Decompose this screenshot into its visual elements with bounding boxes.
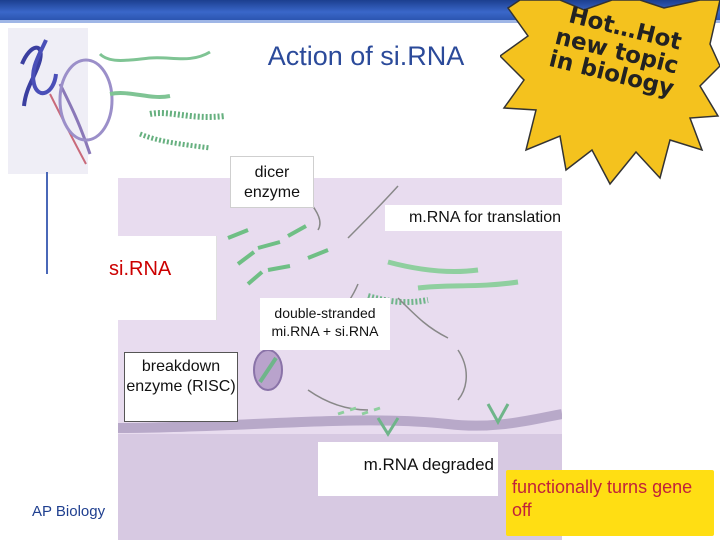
mrna-translation-label: m.RNA for translation [385, 205, 585, 231]
dicer-enzyme-label: dicer enzyme [230, 156, 314, 208]
header-stripe [0, 20, 720, 23]
page-title: Action of si.RNA [238, 38, 494, 80]
fragment [349, 406, 357, 412]
footer-course-label: AP Biology [32, 503, 106, 520]
fragment [373, 406, 381, 412]
sirna-fragment [287, 224, 307, 238]
rna-helix-icon [149, 110, 226, 120]
sirna-fragment [246, 270, 264, 286]
breakdown-enzyme-label: breakdown enzyme (RISC) [124, 352, 238, 422]
sirna-fragment [267, 264, 291, 272]
rna-helix-icon-2 [139, 131, 211, 151]
nuclear-membrane [118, 409, 562, 433]
double-stranded-rna [367, 293, 429, 306]
arrow-icon [347, 185, 399, 239]
double-stranded-label: double-stranded mi.RNA + si.RNA [260, 298, 390, 350]
sirna-fragment [227, 228, 249, 240]
sirna-fragments [227, 224, 329, 286]
chromosome-arm-icon [20, 45, 43, 107]
arrow-icon [307, 389, 369, 411]
sirna-fragment [257, 240, 281, 250]
star-shape [500, 0, 720, 186]
bound-sirna-icon [258, 356, 278, 384]
sirna-label: si.RNA [105, 236, 217, 320]
arrow-icon [397, 297, 449, 339]
hot-topic-text: Hot…Hot new topic in biology [545, 2, 715, 102]
left-divider [46, 172, 48, 274]
fragment [337, 410, 345, 416]
nucleus-ring-icon [58, 58, 114, 142]
mrna-strand-icon [98, 50, 211, 62]
chromosome-panel [8, 28, 88, 174]
dna-helix-icon [58, 83, 92, 155]
sirna-fragment [307, 248, 329, 260]
fragment [361, 410, 369, 416]
arrow-icon [457, 349, 467, 401]
degraded-mrna-fragments [337, 406, 381, 416]
nuclear-pore-icon-2 [486, 403, 510, 426]
functional-callout: functionally turns gene off [506, 470, 714, 536]
hot-topic-starburst [500, 0, 720, 186]
nuclear-pore-icon [376, 417, 400, 437]
chromosome-arm-icon-2 [31, 39, 58, 96]
mrna-for-translation [387, 259, 479, 275]
dna-chromosome-illustration [8, 28, 226, 174]
mrna-degraded-label: m.RNA degraded [318, 442, 498, 496]
mrna-strand-icon-2 [109, 91, 171, 99]
mrna-for-translation-2 [417, 279, 519, 291]
sirna-fragment [236, 250, 256, 266]
